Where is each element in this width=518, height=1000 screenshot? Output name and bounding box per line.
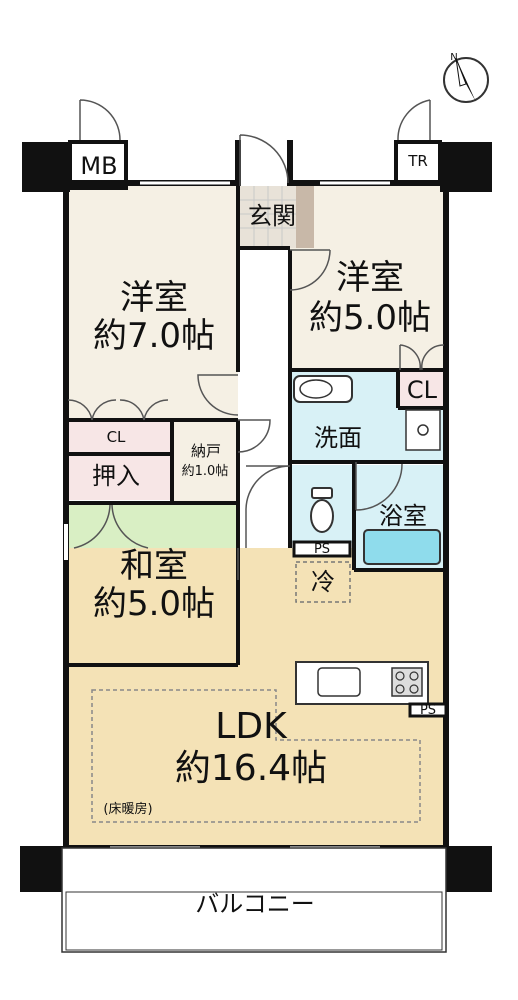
fridge-space bbox=[295, 561, 351, 603]
ldk-size: 約16.4帖 bbox=[174, 748, 328, 789]
door-swings bbox=[67, 99, 445, 580]
entrance-label: 玄関 bbox=[248, 202, 296, 230]
ps-box-1 bbox=[292, 540, 352, 558]
basin-bowl bbox=[299, 379, 333, 399]
cl-closet-left-floor bbox=[66, 420, 172, 452]
compass-north-label: N bbox=[450, 52, 458, 63]
entrance-step bbox=[296, 186, 314, 248]
washroom-label: 洗面 bbox=[314, 424, 362, 452]
fridge-label: 冷 bbox=[311, 568, 335, 596]
japanese-room-name: 和室 bbox=[120, 546, 188, 586]
tr-label: TR bbox=[408, 152, 428, 170]
closet-right-label: CL bbox=[406, 376, 438, 404]
washing-machine-drain bbox=[417, 424, 429, 436]
ps-label-1: PS bbox=[313, 542, 331, 557]
cooktop-burners bbox=[395, 671, 419, 694]
cl-closet-right-floor bbox=[398, 372, 444, 408]
western-room-7-name: 洋室 bbox=[120, 278, 188, 318]
western-room-5-size: 約5.0帖 bbox=[308, 298, 432, 338]
western-room-7-floor bbox=[66, 183, 238, 420]
column-top-left bbox=[22, 142, 70, 192]
ldk-name: LDK bbox=[215, 706, 287, 747]
storage-floor bbox=[172, 420, 238, 504]
balcony-label: バルコニー bbox=[195, 890, 315, 918]
ldk-floor-left bbox=[66, 665, 244, 705]
bathtub bbox=[363, 529, 441, 565]
toilet-fixture bbox=[310, 487, 334, 533]
closet-left-label: CL bbox=[106, 428, 126, 446]
floor-heating-area bbox=[91, 689, 421, 823]
western-room-5-floor bbox=[290, 183, 444, 369]
oshiire-label: 押入 bbox=[92, 462, 140, 490]
storage-size: 約1.0帖 bbox=[181, 464, 229, 479]
western-room-7-size: 約7.0帖 bbox=[92, 316, 216, 356]
washing-machine-pan bbox=[405, 409, 441, 451]
japanese-room-size: 約5.0帖 bbox=[92, 584, 216, 624]
ps-label-2: PS bbox=[419, 703, 437, 718]
ps-box-2 bbox=[408, 702, 448, 718]
balcony-rail bbox=[65, 891, 443, 951]
storage-name: 納戸 bbox=[190, 442, 221, 460]
bath-label: 浴室 bbox=[379, 502, 427, 530]
mb-label: MB bbox=[80, 152, 118, 180]
balcony-area bbox=[61, 847, 447, 953]
western-room-5-name: 洋室 bbox=[336, 258, 404, 298]
entrance-tiles bbox=[240, 186, 296, 248]
floor-heating-label: (床暖房) bbox=[103, 802, 153, 817]
kitchen-sink bbox=[317, 667, 361, 697]
compass-icon bbox=[443, 57, 489, 103]
oshiire-floor bbox=[66, 456, 170, 500]
